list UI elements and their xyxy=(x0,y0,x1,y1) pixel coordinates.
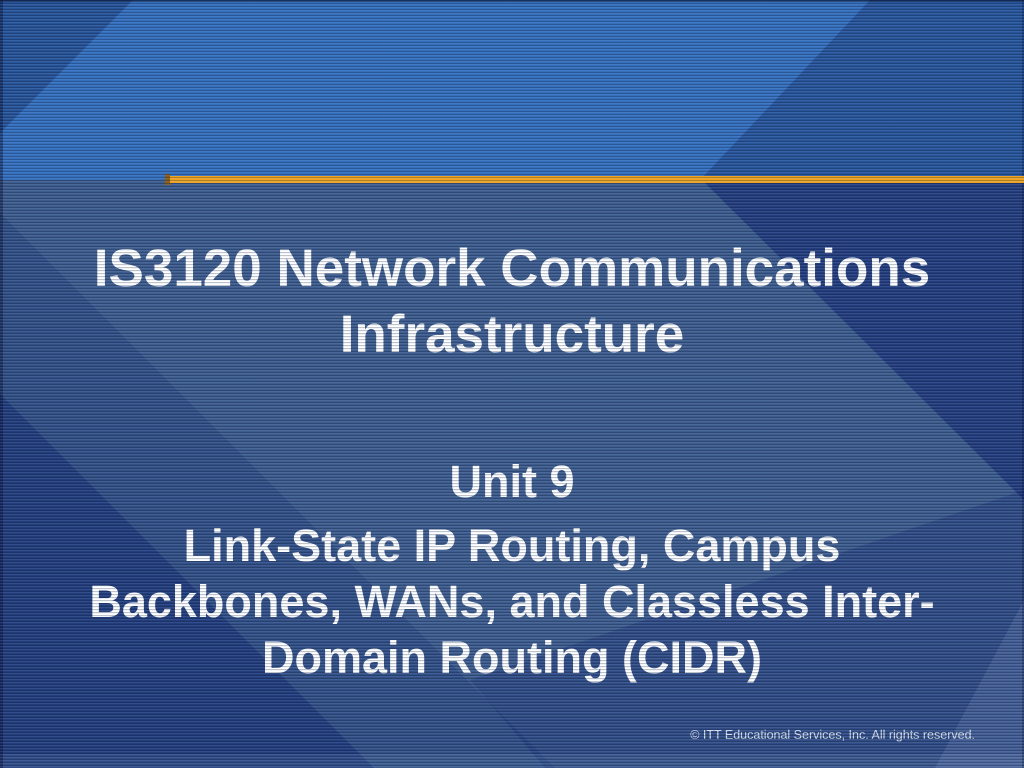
bg-top-band xyxy=(0,0,1024,180)
subtitle-topic-line-1: Link-State IP Routing, Campus xyxy=(183,520,841,571)
slide-title-line-2: Infrastructure xyxy=(339,305,685,364)
accent-rule xyxy=(165,174,1024,185)
copyright-notice: © ITT Educational Services, Inc. All rig… xyxy=(690,728,975,742)
accent-rule-end-cap xyxy=(165,174,170,185)
subtitle-topic-line-2: Backbones, WANs, and Classless Inter- xyxy=(89,576,935,627)
slide-top-edge xyxy=(0,0,1024,2)
slide-right-edge xyxy=(1022,0,1024,768)
slide-subtitle: Unit 9 Link-State IP Routing, Campus Bac… xyxy=(30,454,994,686)
subtitle-topic-line-3: Domain Routing (CIDR) xyxy=(262,632,762,683)
subtitle-topic: Link-State IP Routing, Campus Backbones,… xyxy=(30,518,994,686)
slide-left-edge xyxy=(0,0,3,768)
slide-title-line-1: IS3120 Network Communications xyxy=(93,239,931,298)
subtitle-unit: Unit 9 xyxy=(449,456,575,507)
slide-title: IS3120 Network Communications Infrastruc… xyxy=(30,236,994,368)
